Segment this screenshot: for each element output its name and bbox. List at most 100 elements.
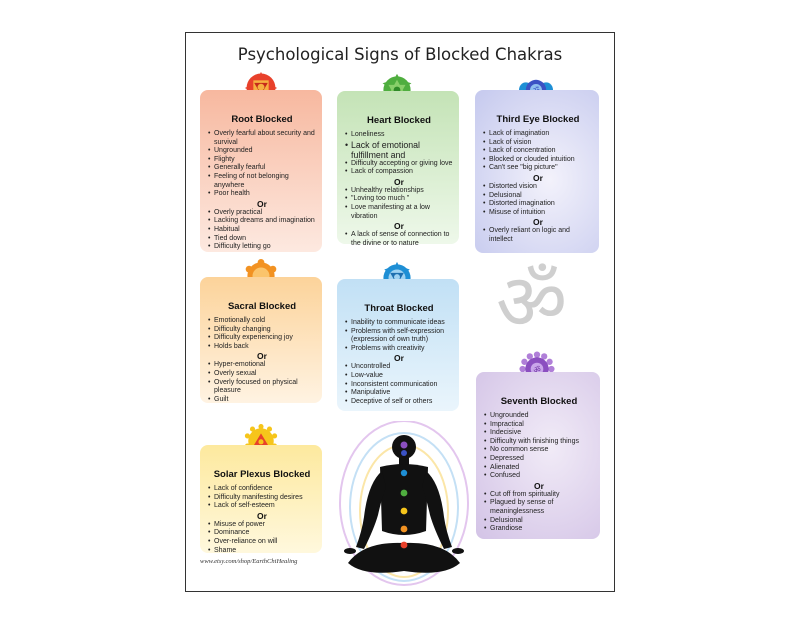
seventh-card-title: Seventh Blocked [500,396,578,407]
heart-list-b: Unhealthy relationships "Loving too much… [345,187,453,221]
seventh-list-b: Cut off from spirituality Plagued by sen… [484,491,594,534]
list-item: Over-reliance on will [208,538,316,547]
or-divider: Or [257,510,267,521]
list-item: Emotionally cold [208,317,316,326]
or-divider: Or [533,217,543,228]
throat-list-b: Uncontrolled Low-value Inconsistent comm… [345,363,453,406]
root-list-a: Overly fearful about security and surviv… [208,130,316,199]
page-title: Psychological Signs of Blocked Chakras [237,45,563,64]
meditating-figure-illustration [339,421,469,586]
or-divider: Or [257,351,267,362]
shop-url-text: www.etsy.com/shop/EarthChiHealing [200,558,298,565]
list-item: Ungrounded [208,147,316,156]
heart-list-c: A lack of sense of connection to the div… [345,231,453,248]
list-item: Shame [208,547,316,556]
root-list-b: Overly practical Lacking dreams and imag… [208,209,316,252]
list-item: Inability to communicate ideas [345,319,453,328]
list-item: Cut off from spirituality [484,491,594,500]
om-symbol-icon: ॐ [496,258,568,348]
list-item: Delusional [483,192,593,201]
list-item: No common sense [484,446,594,455]
sacral-list-a: Emotionally cold Difficulty changing Dif… [208,317,316,351]
list-item: Poor health [208,190,316,199]
list-item: Difficulty manifesting desires [208,494,316,503]
root-blocked-card: Root Blocked Overly fearful about securi… [200,90,322,252]
throat-blocked-card: Throat Blocked Inability to communicate … [337,279,459,411]
list-item: Distorted imagination [483,200,593,209]
list-item: Overly focused on physical pleasure [208,379,316,396]
sacral-blocked-card: Sacral Blocked Emotionally cold Difficul… [200,277,322,404]
solar-list-b: Misuse of power Dominance Over-reliance … [208,521,316,555]
list-item: Lack of confidence [208,485,316,494]
list-item: Blocked or clouded intuition [483,156,593,165]
svg-text:ॐ: ॐ [533,365,541,375]
list-item: Overly reliant on logic and intellect [483,227,593,244]
list-item: Overly sexual [208,370,316,379]
seventh-list-a: Ungrounded Impractical Indecisive Diffic… [484,412,594,481]
or-divider: Or [394,176,404,187]
list-item: Inconsistent communication [345,381,453,390]
or-divider: Or [534,480,544,491]
list-item: Lack of imagination [483,130,593,139]
list-item: Overly fearful about security and surviv… [208,130,316,147]
heart-card-title: Heart Blocked [367,115,431,126]
third-eye-list-c: Overly reliant on logic and intellect [483,227,593,244]
list-item: Unhealthy relationships [345,187,453,196]
list-item: Loneliness [345,131,453,140]
list-item: "Loving too much " [345,195,453,204]
list-item: Misuse of intuition [483,209,593,218]
list-item: Tied down [208,235,316,244]
root-card-title: Root Blocked [231,114,293,125]
list-item: A lack of sense of connection to the div… [345,231,453,248]
list-item: Lack of compassion [345,168,453,177]
list-item: Habitual [208,226,316,235]
list-item: Problems with creativity [345,345,453,354]
list-item: Can't see "big picture" [483,164,593,173]
or-divider: Or [394,221,404,232]
list-item: Manipulative [345,389,453,398]
or-divider: Or [533,172,543,183]
chart-page: Psychological Signs of Blocked Chakras R… [185,32,615,592]
list-item: Lack of self-esteem [208,502,316,511]
list-item: Indecisive [484,429,594,438]
list-item: Love manifesting at a low vibration [345,204,453,221]
third-eye-blocked-card: Third Eye Blocked Lack of imagination La… [475,90,599,253]
heart-blocked-card: Heart Blocked Loneliness Lack of emotion… [337,91,459,247]
list-item: Depressed [484,455,594,464]
list-item: Impractical [484,421,594,430]
list-item: Confused [484,472,594,481]
sacral-list-b: Hyper-emotional Overly sexual Overly foc… [208,361,316,404]
list-item: Overly practical [208,209,316,218]
or-divider: Or [394,353,404,364]
list-item: Feeling of not belonging anywhere [208,173,316,190]
list-item: Lack of concentration [483,147,593,156]
list-item: Deceptive of self or others [345,398,453,407]
list-item: Dominance [208,529,316,538]
seventh-blocked-card: Seventh Blocked Ungrounded Impractical I… [476,372,600,539]
list-item: Difficulty letting go [208,243,316,252]
throat-card-title: Throat Blocked [364,303,434,314]
list-item: Difficulty changing [208,326,316,335]
list-item: Hyper-emotional [208,361,316,370]
solar-list-a: Lack of confidence Difficulty manifestin… [208,485,316,511]
heart-list-a: Loneliness Lack of emotional fulfillment… [345,131,453,177]
list-item: Distorted vision [483,183,593,192]
list-item: Uncontrolled [345,363,453,372]
list-item: Low-value [345,372,453,381]
list-item: Grandiose [484,525,594,534]
list-item: Difficulty experiencing joy [208,334,316,343]
list-item: Lacking dreams and imagination [208,217,316,226]
third-eye-card-title: Third Eye Blocked [496,114,580,125]
list-item: Misuse of power [208,521,316,530]
list-item: Alienated [484,464,594,473]
or-divider: Or [257,198,267,209]
list-item: Generally fearful [208,164,316,173]
list-item: Lack of vision [483,139,593,148]
list-item: Plagued by sense of meaninglessness [484,499,594,516]
list-item: Difficulty with finishing things [484,438,594,447]
list-item: Flighty [208,156,316,165]
third-eye-list-a: Lack of imagination Lack of vision Lack … [483,130,593,173]
list-item: Guilt [208,396,316,405]
list-item: Difficulty accepting or giving love [345,160,453,169]
sacral-card-title: Sacral Blocked [227,301,297,312]
